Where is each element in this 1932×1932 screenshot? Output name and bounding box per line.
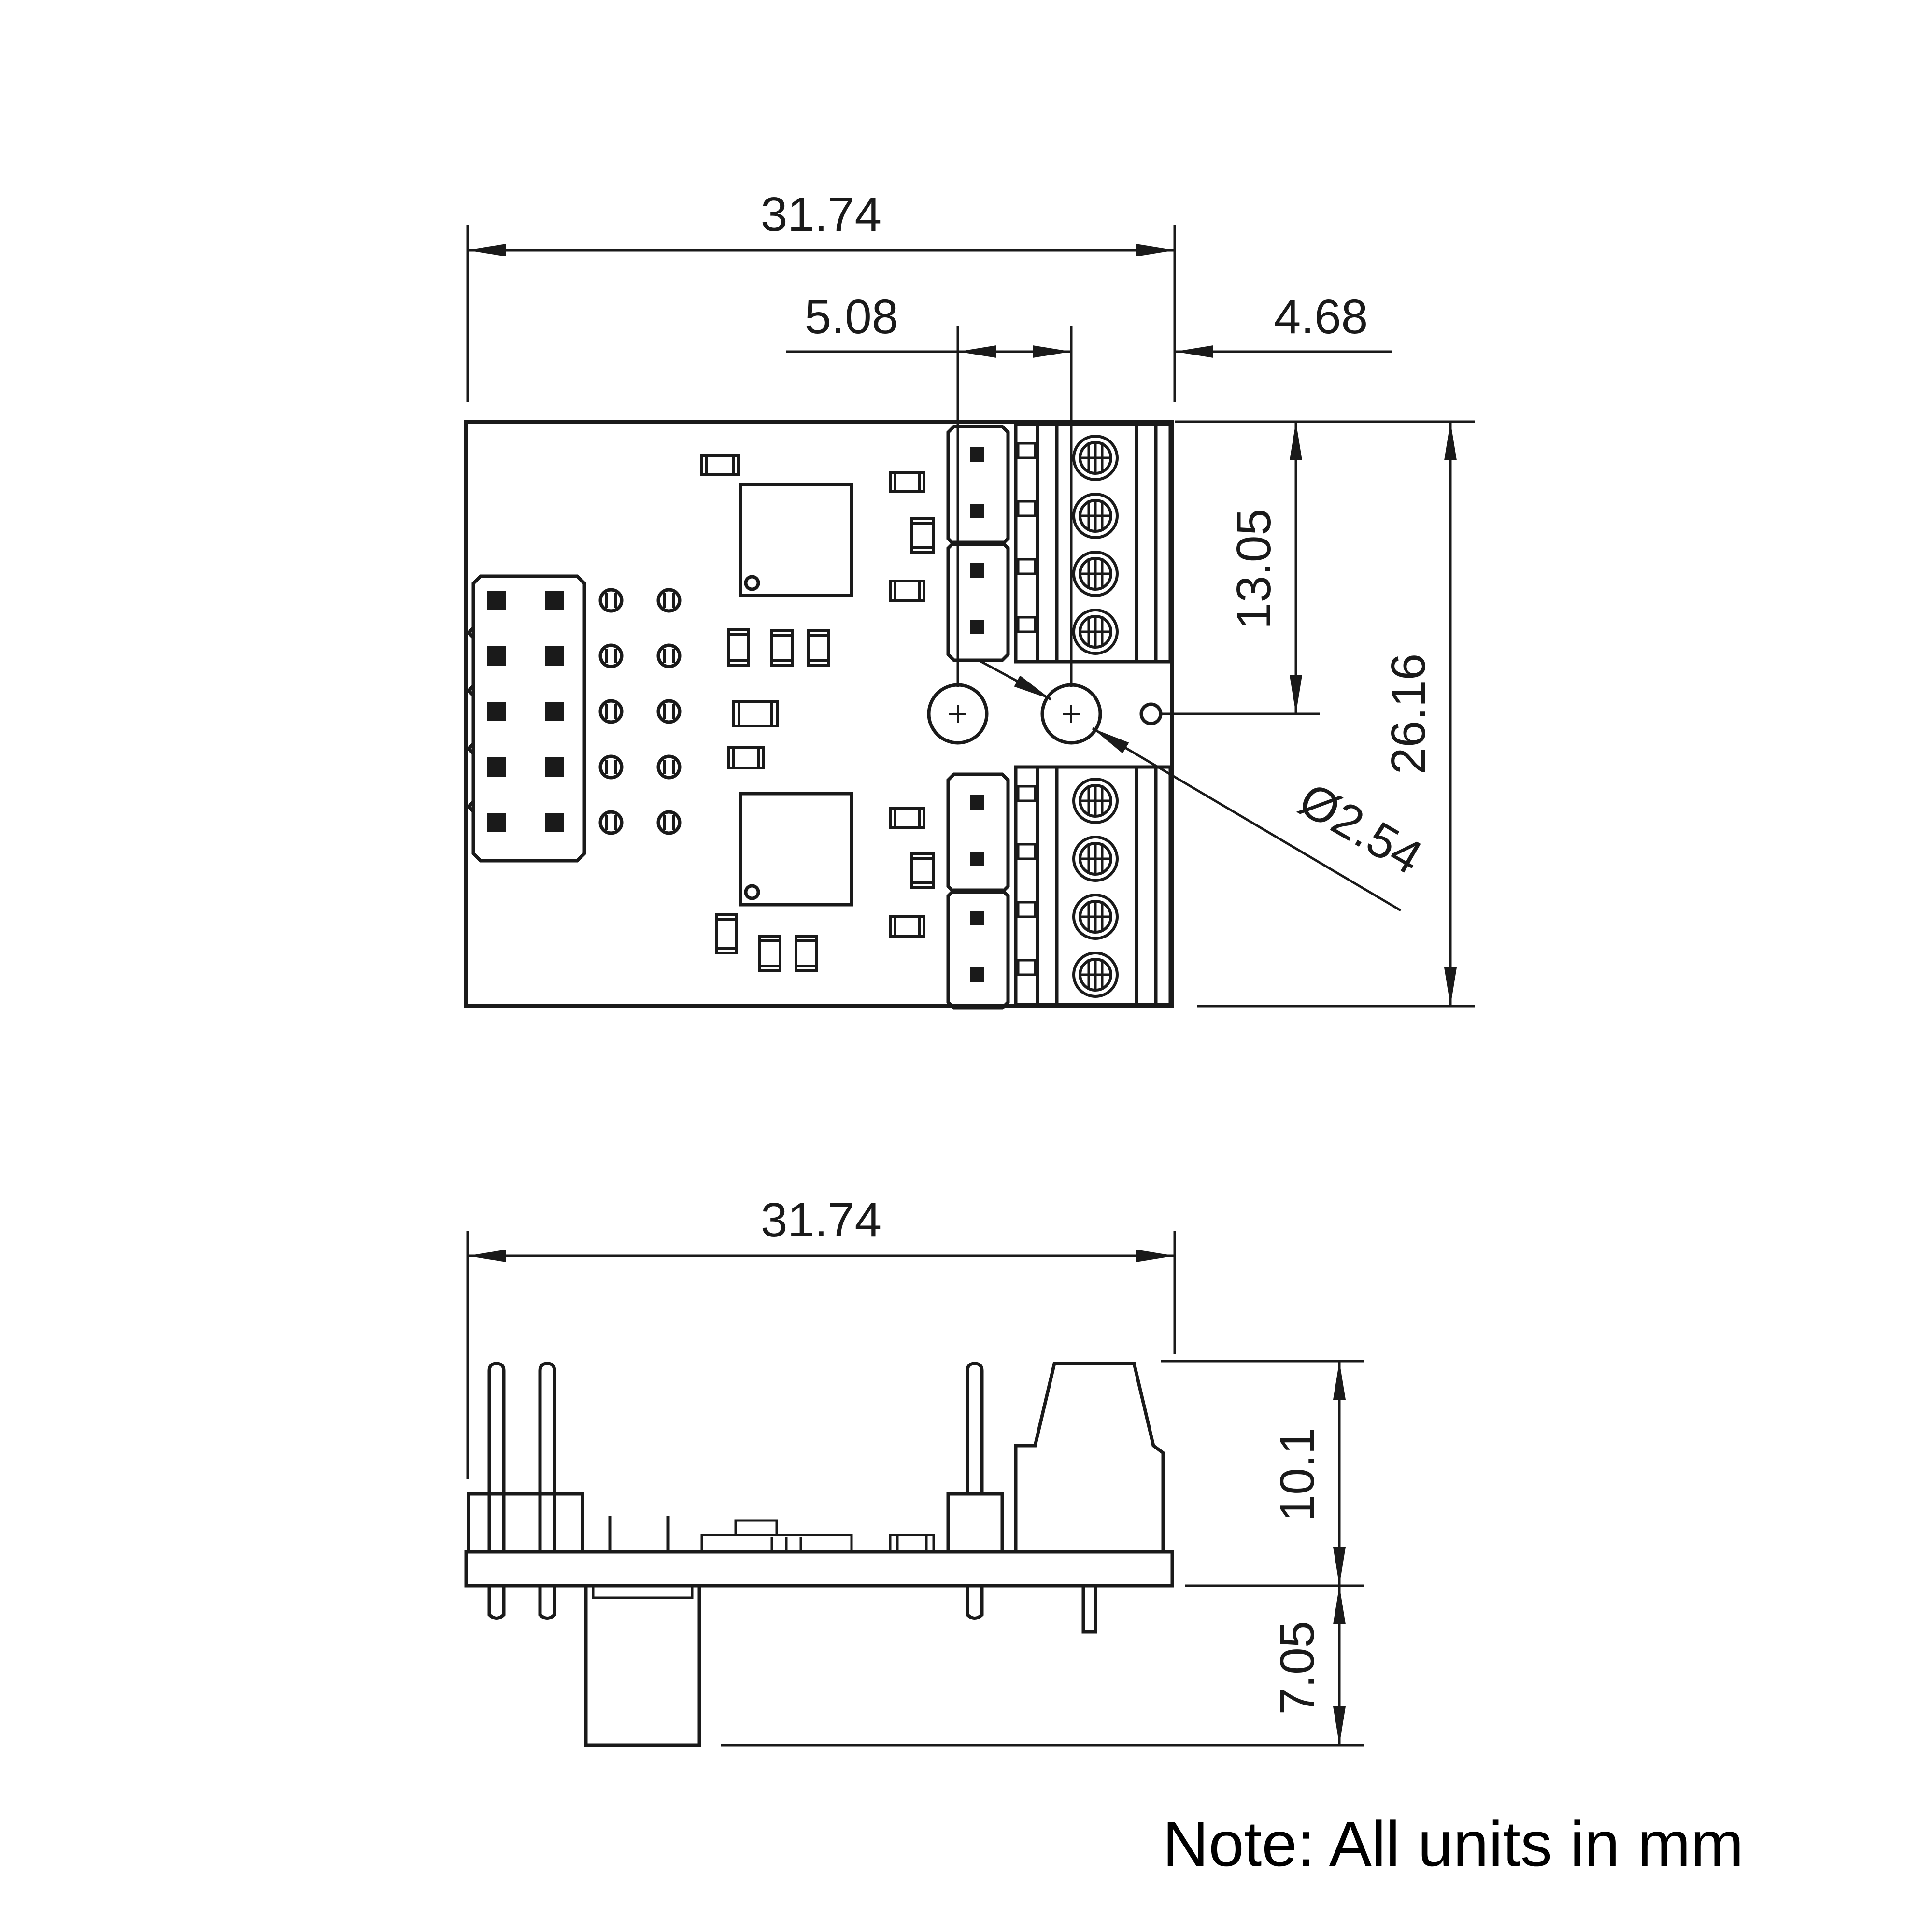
top-width-label: 31.74: [761, 187, 881, 242]
top-view-dimensions: [466, 225, 1475, 1008]
units-note: Note: All units in mm: [1163, 1808, 1744, 1879]
above-board-label: 10.1: [1270, 1428, 1324, 1522]
offset-label: 4.68: [1274, 290, 1368, 344]
hole-height-label: 13.05: [1227, 509, 1281, 629]
hole-diameter-label: Ø2.54: [1290, 772, 1431, 885]
jst-connectors: [946, 425, 1010, 1010]
terminal-block-upper: [1014, 422, 1172, 664]
side-view-labels: 31.74 10.1 7.05: [761, 1193, 1324, 1715]
board-height-label: 26.16: [1381, 653, 1435, 774]
mounting-holes: [927, 683, 1163, 745]
terminal-block-lower: [1014, 765, 1172, 1007]
via-grid: [598, 588, 682, 835]
pin-header-2x5: [466, 574, 586, 863]
side-view-dimensions: [466, 1231, 1364, 1747]
top-view: [464, 420, 1174, 1010]
side-view: [464, 1362, 1174, 1747]
smd-components: [700, 454, 935, 972]
ic-chip-upper: [739, 483, 853, 597]
side-width-label: 31.74: [761, 1193, 881, 1247]
side-pcb: [464, 1550, 1174, 1588]
header-pads: [487, 591, 564, 832]
pitch-label: 5.08: [805, 290, 899, 344]
ic-chip-lower: [739, 792, 853, 907]
below-board-label: 7.05: [1270, 1621, 1324, 1715]
